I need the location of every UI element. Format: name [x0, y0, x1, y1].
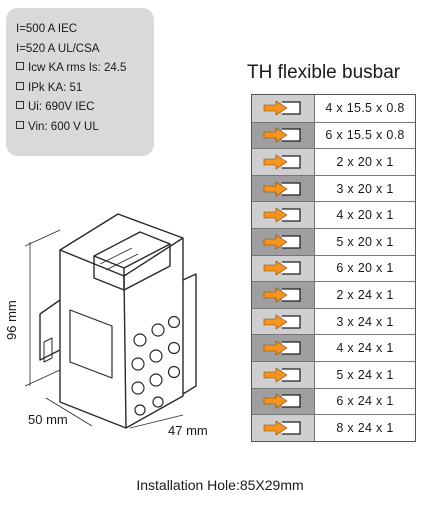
- width-dimension-label: 47 mm: [168, 423, 208, 438]
- arrow-into-slot-icon: [263, 100, 301, 116]
- icon-cell: [252, 228, 314, 255]
- checkbox-bullet-icon: [16, 101, 24, 110]
- checkbox-bullet-icon: [16, 81, 24, 90]
- table-row: 5 x 20 x 1: [252, 227, 415, 255]
- spec-text: Vin: 600 V UL: [28, 120, 99, 133]
- arrow-into-slot-icon: [263, 367, 301, 383]
- arrow-into-slot-icon: [263, 154, 301, 170]
- table-row: 4 x 15.5 x 0.8: [252, 95, 415, 122]
- arrow-into-slot-icon: [263, 314, 301, 330]
- busbar-size: 4 x 15.5 x 0.8: [314, 95, 415, 122]
- table-row: 4 x 20 x 1: [252, 201, 415, 228]
- spec-line: Ui: 690V IEC: [16, 98, 154, 118]
- arrow-into-slot-icon: [263, 260, 301, 276]
- busbar-size: 6 x 24 x 1: [314, 388, 415, 415]
- spec-text: Ui: 690V IEC: [28, 101, 95, 114]
- busbar-size: 6 x 20 x 1: [314, 255, 415, 282]
- busbar-size: 5 x 24 x 1: [314, 361, 415, 388]
- busbar-size: 3 x 24 x 1: [314, 308, 415, 335]
- arrow-into-slot-icon: [263, 234, 301, 250]
- table-row: 2 x 24 x 1: [252, 281, 415, 308]
- spec-text: I=520 A UL/CSA: [16, 42, 100, 55]
- arrow-into-slot-icon: [263, 181, 301, 197]
- icon-cell: [252, 335, 314, 361]
- checkbox-bullet-icon: [16, 120, 24, 129]
- table-row: 6 x 24 x 1: [252, 387, 415, 415]
- icon-cell: [252, 149, 314, 175]
- busbar-table-title: TH flexible busbar: [247, 62, 401, 83]
- busbar-size: 4 x 24 x 1: [314, 335, 415, 361]
- busbar-size: 2 x 24 x 1: [314, 282, 415, 308]
- busbar-size: 2 x 20 x 1: [314, 149, 415, 175]
- table-row: 3 x 20 x 1: [252, 174, 415, 202]
- spec-line: Vin: 600 V UL: [16, 118, 154, 138]
- arrow-into-slot-icon: [263, 287, 301, 303]
- spec-text: Icw KA rms Is: 24.5: [28, 62, 127, 75]
- icon-cell: [252, 361, 314, 388]
- table-row: 5 x 24 x 1: [252, 360, 415, 388]
- installation-hole-note: Installation Hole:85X29mm: [136, 477, 304, 493]
- icon-cell: [252, 415, 314, 441]
- distribution-block-drawing: [24, 213, 197, 429]
- icon-cell: [252, 95, 314, 122]
- busbar-size: 4 x 20 x 1: [314, 202, 415, 228]
- spec-text: IPk KA: 51: [28, 81, 83, 94]
- arrow-into-slot-icon: [263, 393, 301, 409]
- spec-line: I=500 A IEC: [16, 20, 154, 40]
- busbar-size: 3 x 20 x 1: [314, 175, 415, 202]
- busbar-size: 5 x 20 x 1: [314, 228, 415, 255]
- arrow-into-slot-icon: [263, 340, 301, 356]
- spec-text: I=500 A IEC: [16, 23, 78, 35]
- height-dimension-label: 96 mm: [4, 300, 19, 340]
- icon-cell: [252, 255, 314, 282]
- depth-dimension-label: 50 mm: [28, 412, 68, 427]
- table-row: 6 x 20 x 1: [252, 254, 415, 282]
- specifications-panel: I=500 A IEC I=520 A UL/CSA Icw KA rms Is: …: [6, 8, 154, 156]
- busbar-size: 6 x 15.5 x 0.8: [314, 122, 415, 149]
- spec-line: I=520 A UL/CSA: [16, 40, 154, 60]
- arrow-into-slot-icon: [263, 420, 301, 436]
- spec-line: Icw KA rms Is: 24.5: [16, 59, 154, 79]
- table-row: 4 x 24 x 1: [252, 334, 415, 361]
- spec-line: IPk KA: 51: [16, 79, 154, 99]
- icon-cell: [252, 282, 314, 308]
- table-row: 2 x 20 x 1: [252, 148, 415, 175]
- table-row: 3 x 24 x 1: [252, 307, 415, 335]
- checkbox-bullet-icon: [16, 62, 24, 71]
- arrow-into-slot-icon: [263, 207, 301, 223]
- table-row: 6 x 15.5 x 0.8: [252, 121, 415, 149]
- arrow-into-slot-icon: [263, 127, 301, 143]
- icon-cell: [252, 202, 314, 228]
- icon-cell: [252, 388, 314, 415]
- icon-cell: [252, 122, 314, 149]
- table-row: 8 x 24 x 1: [252, 414, 415, 441]
- icon-cell: [252, 308, 314, 335]
- spec-list: I=500 A IEC I=520 A UL/CSA Icw KA rms Is: …: [16, 20, 154, 138]
- icon-cell: [252, 175, 314, 202]
- busbar-size: 8 x 24 x 1: [314, 415, 415, 441]
